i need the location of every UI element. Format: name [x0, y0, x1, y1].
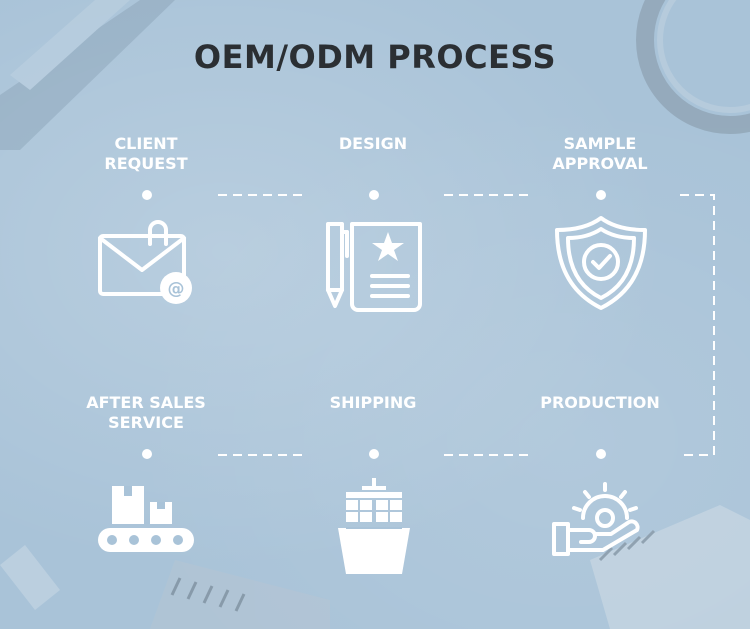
- design-document-icon: [322, 220, 426, 312]
- step-label-design: DESIGN: [283, 134, 463, 154]
- step-label-after-sales-service: AFTER SALES SERVICE: [56, 393, 236, 433]
- step-label-client-request: CLIENT REQUEST: [56, 134, 236, 174]
- step-dot: [596, 190, 606, 200]
- step-dot: [369, 449, 379, 459]
- shield-check-icon: [553, 215, 649, 311]
- step-dot: [596, 449, 606, 459]
- conveyor-boxes-icon: [96, 484, 196, 554]
- cargo-ship-icon: [336, 478, 412, 576]
- step-label-production: PRODUCTION: [510, 393, 690, 413]
- step-dot: [369, 190, 379, 200]
- connector-line: [680, 195, 714, 455]
- gear-hand-icon: [551, 480, 651, 558]
- step-label-shipping: SHIPPING: [283, 393, 463, 413]
- svg-text:@: @: [168, 279, 185, 299]
- step-dot: [142, 449, 152, 459]
- envelope-icon: @: [98, 218, 198, 308]
- step-label-sample-approval: SAMPLE APPROVAL: [510, 134, 690, 174]
- step-dot: [142, 190, 152, 200]
